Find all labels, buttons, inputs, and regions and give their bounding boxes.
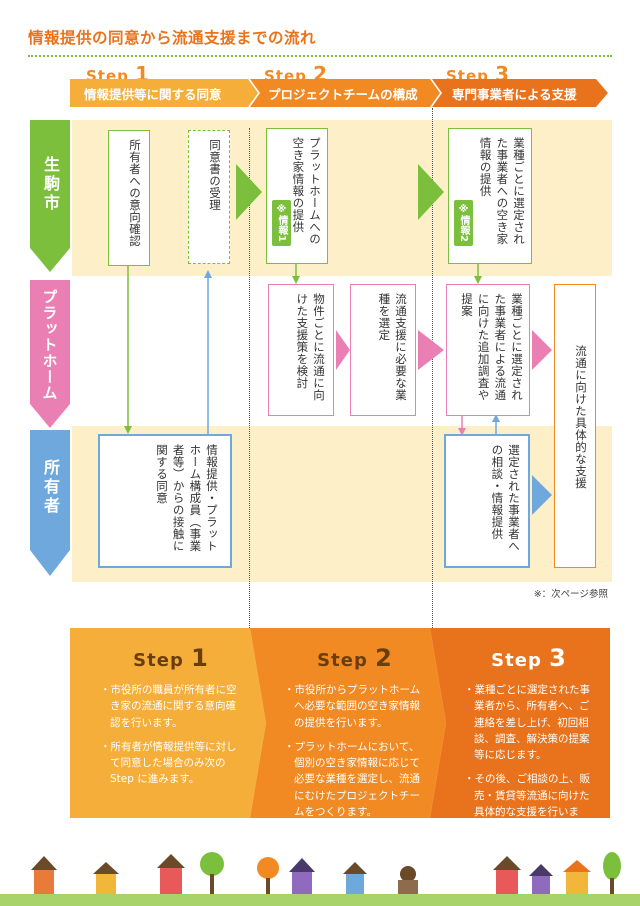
house-icon — [93, 862, 119, 894]
panel-step1-item-1: 市役所の職員が所有者に空き家の流通に関する意向確認を行います。 — [110, 682, 244, 731]
box-owner-consent: 情報提供・プラットホーム構成員（事業者等）からの接触に関する同意 — [98, 434, 232, 568]
row-label-city: 生駒市 — [41, 155, 60, 213]
box-additional-survey: 業種ごとに選定された事業者による流通に向けた追加調査や提案 — [446, 284, 530, 416]
page-title: 情報提供の同意から流通支援までの流れ — [28, 29, 317, 47]
panel-step2-item-2: プラットホームにおいて、個別の空き家情報に応じて必要な業種を選定し、流通にむけた… — [294, 739, 428, 820]
panel-step3-heading: Step 3 — [491, 644, 567, 672]
title-divider — [28, 55, 612, 57]
row-label-owner: 所有者 — [41, 458, 60, 516]
panel-step1-heading: Step 1 — [133, 644, 209, 672]
tree-icon — [603, 852, 621, 894]
panel-step2-item-1: 市役所からプラットホームへ必要な範囲の空き家情報の提供を行います。 — [294, 682, 428, 731]
house-icon — [289, 858, 315, 894]
house-icon — [493, 856, 521, 894]
step-arrow-bars — [70, 79, 608, 107]
house-icon — [529, 864, 553, 894]
box-support-policy: 物件ごとに流通に向けた支援策を検討 — [268, 284, 334, 416]
step-divider-1 — [249, 128, 250, 628]
tag-info-2: ※情報2 — [454, 200, 473, 246]
town-illustration — [0, 852, 640, 906]
box-consent-receipt: 同意書の受理 — [188, 130, 230, 264]
panel-step2: Step 2 市役所からプラットホームへ必要な範囲の空き家情報の提供を行います。… — [266, 628, 442, 818]
step1-bar: 情報提供等に関する同意 — [84, 86, 222, 102]
row-label-arrows — [30, 120, 70, 576]
house-icon — [157, 854, 185, 894]
step2-bar: プロジェクトチームの構成 — [268, 86, 418, 102]
box-select-types: 流通支援に必要な業種を選定 — [350, 284, 416, 416]
box-consult: 選定された事業者への相談・情報提供 — [444, 434, 530, 568]
tag-info-1: ※情報1 — [272, 200, 291, 246]
panel-step2-heading: Step 2 — [317, 644, 393, 672]
panel-step1-item-2: 所有者が情報提供等に対して同意した場合のみ次の Step に進みます。 — [110, 739, 244, 788]
panel-step3: Step 3 業種ごとに選定された事業者から、所有者へ、ご連絡を差し上げ、初回相… — [446, 628, 610, 834]
panel-step1: Step 1 市役所の職員が所有者に空き家の流通に関する意向確認を行います。 所… — [82, 628, 258, 818]
house-icon — [343, 862, 367, 894]
panel-step3-item-2: その後、ご相談の上、販売・賃貸等流通に向けた具体的な支援を行います。 — [474, 771, 596, 836]
house-icon — [563, 860, 591, 894]
box-owner-confirm: 所有者への意向確認 — [108, 130, 150, 266]
tree-icon — [200, 852, 224, 894]
step3-bar: 専門事業者による支援 — [452, 86, 577, 102]
tree-icon — [257, 857, 279, 894]
footnote: ※：次ページ参照 — [533, 589, 608, 600]
row-label-platform: プラットホーム — [40, 289, 59, 401]
house-icon — [31, 856, 57, 894]
tree-icon — [398, 866, 418, 894]
step-divider-2 — [432, 108, 433, 628]
panel-step3-item-1: 業種ごとに選定された事業者から、所有者へ、ご連絡を差し上げ、初回相談、調査、解決… — [474, 682, 596, 763]
flow-arrows — [124, 164, 552, 515]
box-concrete-support: 流通に向けた具体的な支援 — [554, 284, 596, 568]
